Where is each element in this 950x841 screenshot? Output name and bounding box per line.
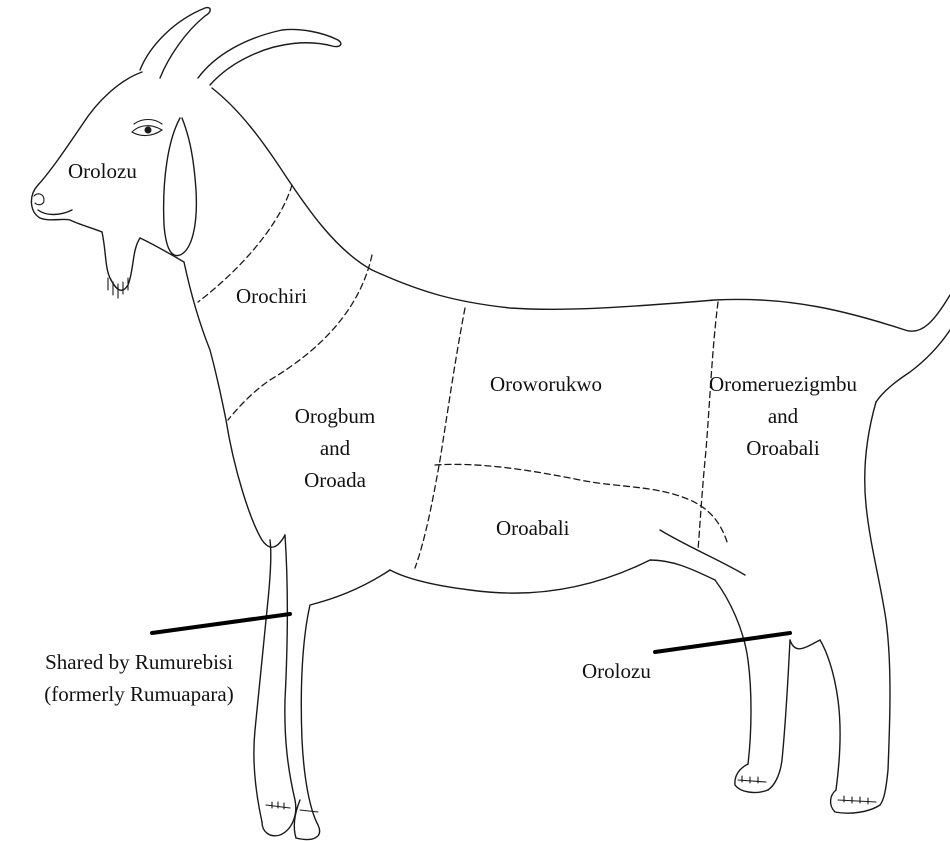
label-back: Oroworukwo (490, 368, 602, 400)
callout-foreleg-line-1: Shared by Rumurebisi (8, 646, 270, 678)
label-neck: Orochiri (236, 280, 307, 312)
hindleg-pointer (655, 633, 790, 652)
cut-lines (198, 185, 728, 568)
label-hindquarter-line-1: Oromeruezigmbu (704, 368, 862, 400)
label-shoulder: Orogbum and Oroada (280, 400, 390, 496)
label-shoulder-line-1: Orogbum (280, 400, 390, 432)
label-shoulder-line-3: Oroada (280, 464, 390, 496)
label-hindquarter: Oromeruezigmbu and Oroabali (704, 368, 862, 464)
label-belly: Oroabali (496, 512, 569, 544)
label-head: Orolozu (68, 155, 137, 187)
label-hindquarter-line-2: and (704, 400, 862, 432)
callout-foreleg: Shared by Rumurebisi (formerly Rumuapara… (8, 646, 270, 710)
callout-foreleg-line-2: (formerly Rumuapara) (8, 678, 270, 710)
foreleg-pointer (152, 614, 290, 633)
callout-hindleg: Orolozu (582, 655, 651, 687)
label-shoulder-line-2: and (280, 432, 390, 464)
label-hindquarter-line-3: Oroabali (704, 432, 862, 464)
